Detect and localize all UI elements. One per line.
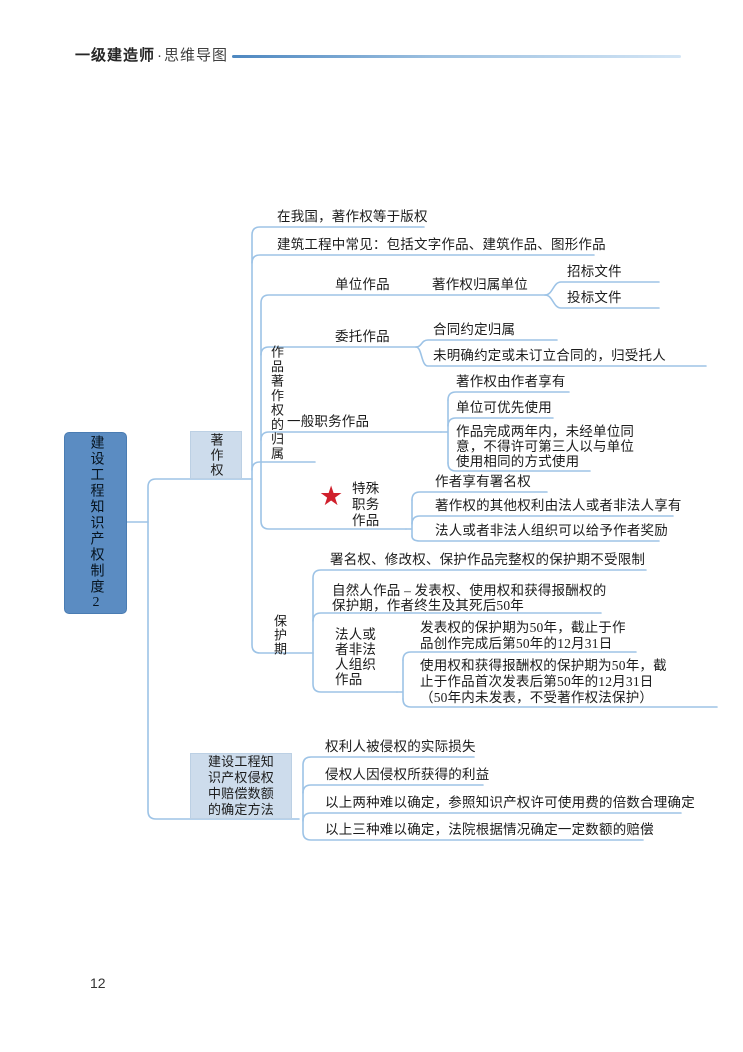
general-duty-author-leaf: 著作权由作者享有 xyxy=(456,374,566,389)
tender-doc-leaf: 招标文件 xyxy=(567,264,622,279)
compensation-court-leaf: 以上三种难以确定，法院根据情况确定一定数额的赔偿 xyxy=(325,822,654,837)
special-duty-signature-leaf: 作者享有署名权 xyxy=(435,474,531,489)
commission-default-leaf: 未明确约定或未订立合同的，归受托人 xyxy=(433,348,666,363)
general-duty-label: 一般职务作品 xyxy=(287,414,370,429)
header-rule xyxy=(232,55,681,58)
commission-contract-leaf: 合同约定归属 xyxy=(433,322,516,337)
general-duty-priority-leaf: 单位可优先使用 xyxy=(456,400,552,415)
protection-unlimited-leaf: 署名权、修改权、保护作品完整权的保护期不受限制 xyxy=(330,552,646,567)
compensation-loss-leaf: 权利人被侵权的实际损失 xyxy=(325,739,476,754)
root-node-label: 建设工程知识产权制度2 xyxy=(88,434,104,612)
legal-person-node-label: 法人或 者非法 人组织 作品 xyxy=(335,627,377,687)
bid-doc-leaf: 投标文件 xyxy=(567,290,622,305)
root-node: 建设工程知识产权制度2 xyxy=(64,432,127,614)
protection-node-label: 保护期 xyxy=(272,614,287,656)
page-number: 12 xyxy=(90,975,106,991)
unit-work-label: 单位作品 xyxy=(335,277,390,292)
header-separator: · xyxy=(157,47,163,64)
compensation-node: 建设工程知 识产权侵权 中赔偿数额 的确定方法 xyxy=(190,753,292,819)
commission-work-label: 委托作品 xyxy=(335,329,390,344)
compensation-license-fee-leaf: 以上两种难以确定，参照知识产权许可使用费的倍数合理确定 xyxy=(325,795,695,810)
star-icon: ★ xyxy=(319,481,344,512)
page-header: 一级建造师·思维导图 xyxy=(75,44,228,65)
header-title: 思维导图 xyxy=(164,47,229,64)
copyright-node: 著作权 xyxy=(190,431,242,479)
compensation-gain-leaf: 侵权人因侵权所获得的利益 xyxy=(325,767,490,782)
note-copyright-common: 建筑工程中常见：包括文字作品、建筑作品、图形作品 xyxy=(277,237,606,252)
legal-person-publish-leaf: 发表权的保护期为50年，截止于作 品创作完成后第50年的12月31日 xyxy=(420,620,626,651)
protection-natural-leaf: 自然人作品 – 发表权、使用权和获得报酬权的 保护期，作者终生及其死后50年 xyxy=(332,583,607,613)
special-duty-reward-leaf: 法人或者非法人组织可以给予作者奖励 xyxy=(435,523,668,538)
header-brand: 一级建造师 xyxy=(75,47,156,64)
ownership-node-label: 作品著作权的归属 xyxy=(269,345,284,461)
legal-person-use-leaf: 使用权和获得报酬权的保护期为50年，截 止于作品首次发表后第50年的12月31日… xyxy=(420,658,667,705)
copyright-node-label: 著作权 xyxy=(208,432,224,478)
note-copyright-equals: 在我国，著作权等于版权 xyxy=(277,209,428,224)
compensation-node-label: 建设工程知 识产权侵权 中赔偿数额 的确定方法 xyxy=(207,754,274,817)
unit-work-rule: 著作权归属单位 xyxy=(432,277,528,292)
general-duty-two-years-leaf: 作品完成两年内，未经单位同 意，不得许可第三人以与单位 使用相同的方式使用 xyxy=(456,424,635,469)
special-duty-label: 特殊 职务 作品 xyxy=(352,481,380,528)
special-duty-other-rights-leaf: 著作权的其他权利由法人或者非法人享有 xyxy=(435,498,682,513)
